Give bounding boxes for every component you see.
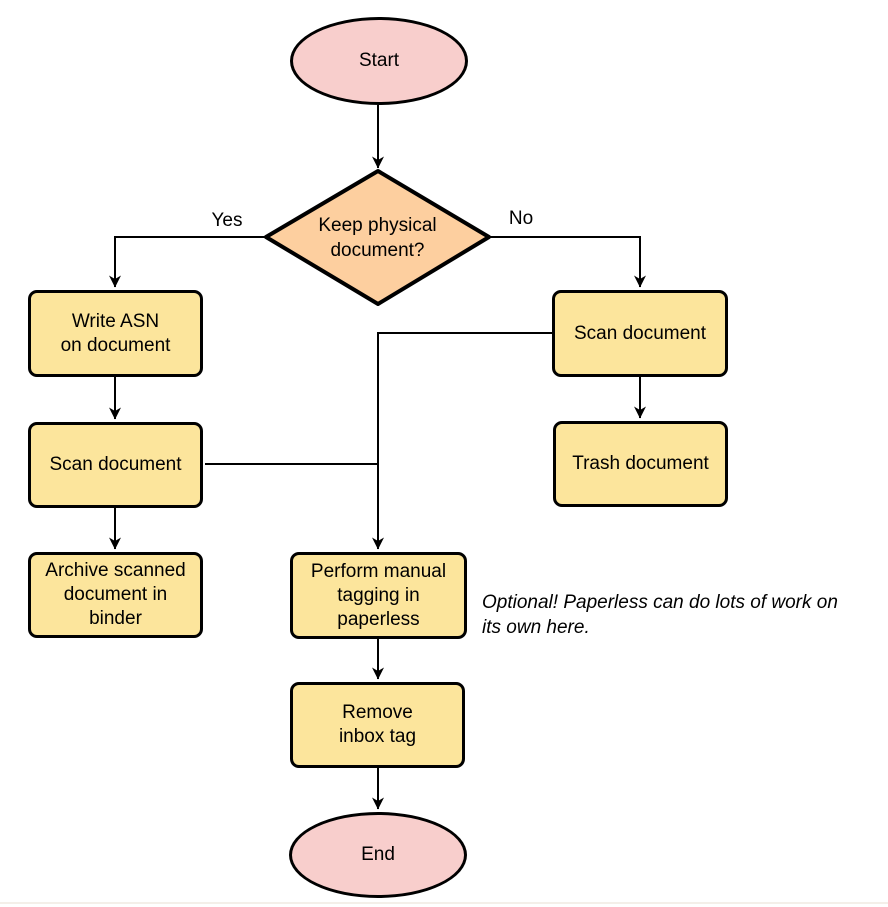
node-write-asn-label: Write ASN on document [60, 310, 171, 356]
node-perform-tagging-label: Perform manual tagging in paperless [310, 560, 447, 630]
node-scan-document-left: Scan document [28, 422, 203, 508]
bottom-hairline [0, 902, 888, 904]
node-write-asn: Write ASN on document [28, 290, 203, 377]
edge-decision-yes-to-write-asn [109, 236, 265, 288]
node-remove-inbox-tag: Remove inbox tag [290, 682, 465, 768]
node-start: Start [290, 17, 468, 105]
node-archive-binder-label: Archive scanned document in binder [45, 560, 186, 629]
node-decision-label: Keep physical document? [318, 214, 437, 261]
node-start-label: Start [358, 50, 400, 71]
node-scan-document-right: Scan document [552, 290, 728, 377]
annotation-text: Optional! Paperless can do lots of work … [482, 592, 838, 638]
node-trash-document: Trash document [553, 421, 728, 507]
edge-decision-no-to-scan-right [490, 236, 646, 288]
node-perform-tagging: Perform manual tagging in paperless [290, 552, 467, 639]
node-trash-document-label: Trash document [572, 453, 709, 474]
node-decision-shape [264, 169, 491, 306]
edge-label-no: No [506, 208, 536, 230]
edge-label-yes: Yes [209, 210, 245, 232]
node-end-label: End [361, 844, 395, 865]
edge-scan-right-to-perform-tagging [372, 332, 552, 550]
node-scan-document-left-label: Scan document [49, 454, 182, 475]
node-end: End [289, 812, 467, 898]
node-remove-inbox-tag-label: Remove inbox tag [338, 702, 417, 747]
node-archive-binder: Archive scanned document in binder [28, 552, 203, 638]
node-scan-document-right-label: Scan document [573, 322, 707, 344]
